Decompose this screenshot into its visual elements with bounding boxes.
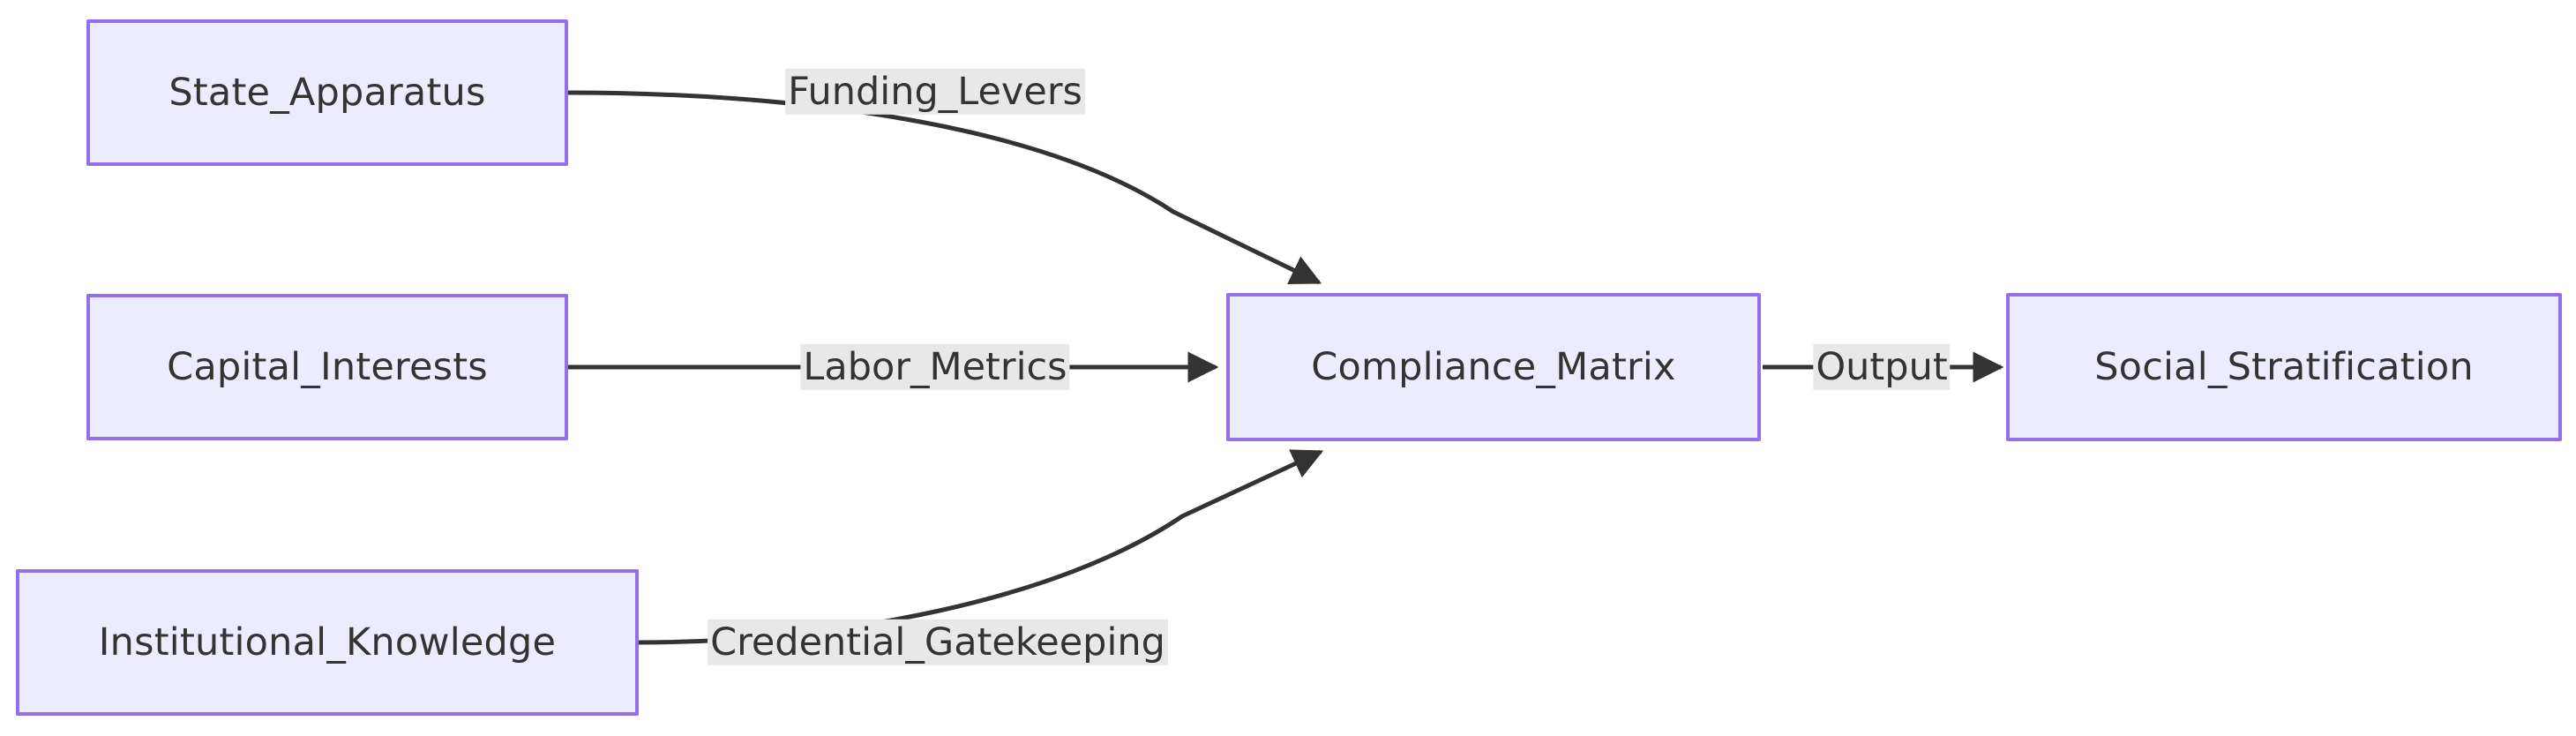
node-capital-interests[interactable]: Capital_Interests	[86, 294, 568, 440]
node-institutional-knowledge[interactable]: Institutional_Knowledge	[16, 569, 639, 716]
node-social-stratification-label: Social_Stratification	[2094, 344, 2474, 389]
node-state-apparatus[interactable]: State_Apparatus	[86, 19, 568, 166]
edge-label-funding-levers: Funding_Levers	[785, 68, 1085, 116]
node-state-apparatus-label: State_Apparatus	[168, 70, 486, 115]
edge-institutional-knowledge-to-compliance-matrix	[637, 449, 1324, 645]
edge-label-credential-gatekeeping: Credential_Gatekeeping	[708, 619, 1168, 666]
node-capital-interests-label: Capital_Interests	[167, 344, 488, 389]
edge-label-output: Output	[1813, 343, 1951, 391]
node-compliance-matrix-label: Compliance_Matrix	[1311, 344, 1676, 389]
edge-label-labor-metrics: Labor_Metrics	[800, 343, 1070, 391]
node-institutional-knowledge-label: Institutional_Knowledge	[98, 620, 557, 665]
edge-state-apparatus-to-compliance-matrix	[566, 90, 1322, 285]
node-compliance-matrix[interactable]: Compliance_Matrix	[1226, 293, 1761, 441]
node-social-stratification[interactable]: Social_Stratification	[2006, 293, 2562, 441]
